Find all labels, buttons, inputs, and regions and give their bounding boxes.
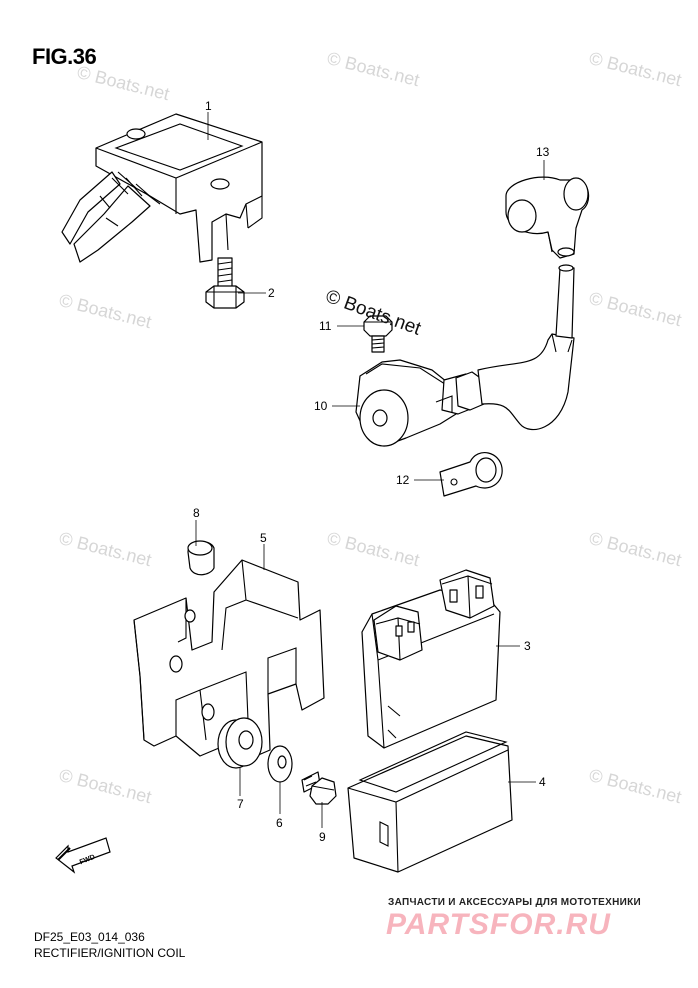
brand-logo[interactable]: PARTSFOR.RU <box>386 908 611 941</box>
callout-8[interactable]: 8 <box>193 506 200 520</box>
callout-2[interactable]: 2 <box>268 286 275 300</box>
figure-title: FIG.36 <box>32 44 97 69</box>
callout-12[interactable]: 12 <box>396 473 410 487</box>
callout-13[interactable]: 13 <box>536 145 550 159</box>
washer-part[interactable] <box>267 745 293 783</box>
leader-lines <box>195 112 545 828</box>
callout-6[interactable]: 6 <box>276 816 283 830</box>
cdi-unit-part[interactable] <box>361 569 501 749</box>
grommet-part[interactable] <box>217 717 263 769</box>
plug-cap-part[interactable] <box>505 176 590 259</box>
callout-3[interactable]: 3 <box>524 639 531 653</box>
callout-5[interactable]: 5 <box>260 531 267 545</box>
callout-10[interactable]: 10 <box>314 399 328 413</box>
cable-clamp-part[interactable] <box>439 452 503 497</box>
cap-part[interactable] <box>187 540 215 576</box>
rectifier-part[interactable] <box>61 113 263 263</box>
brand-tagline: ЗАПЧАСТИ И АКСЕССУАРЫ ДЛЯ МОТОТЕХНИКИ <box>388 897 641 908</box>
cover-part[interactable] <box>347 731 513 873</box>
ignition-coil-part[interactable] <box>355 264 575 447</box>
diagram-code: DF25_E03_014_036 <box>34 930 145 944</box>
callout-11[interactable]: 11 <box>319 319 332 333</box>
bracket-part[interactable] <box>133 559 325 763</box>
callout-4[interactable]: 4 <box>539 775 546 789</box>
callout-7[interactable]: 7 <box>237 797 244 811</box>
callout-9[interactable]: 9 <box>319 830 326 844</box>
diagram-caption: RECTIFIER/IGNITION COIL <box>34 946 186 960</box>
bolt-part[interactable] <box>205 257 245 309</box>
bolt-part[interactable] <box>301 771 337 805</box>
small-bolt-part[interactable] <box>363 315 393 353</box>
fwd-arrow-icon: FWD <box>55 837 111 874</box>
callout-1[interactable]: 1 <box>205 99 212 113</box>
